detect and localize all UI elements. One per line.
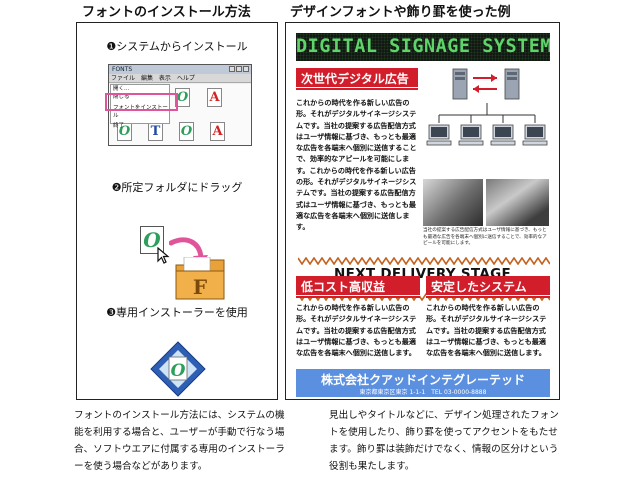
setup-installer-icon[interactable]: O <box>150 341 206 397</box>
server-icon <box>452 68 468 100</box>
section2-text: これからの時代を作る新しい広告の形。それがデジタルサイネージシステムです。当社の… <box>296 303 417 358</box>
design-example-panel: DIGITAL SIGNAGE SYSTEM 次世代デジタル広告 これからの時代… <box>285 22 560 400</box>
close-icon[interactable] <box>243 66 249 72</box>
network-diagram <box>426 68 548 146</box>
menu-item-open[interactable]: 開く... <box>113 86 130 92</box>
signage-banner: DIGITAL SIGNAGE SYSTEM <box>296 33 550 61</box>
section2-title: 低コスト高収益 <box>296 276 420 298</box>
window-title: FONTS <box>112 66 133 73</box>
step1-label: ❶システムからインストール <box>106 40 248 53</box>
right-heading: デザインフォントや飾り罫を使った例 <box>290 5 511 20</box>
setup-label: setup <box>77 397 277 399</box>
font-folder-icon[interactable]: F <box>174 257 226 301</box>
right-caption: 見出しやタイトルなどに、デザイン処理されたフォントを使用したり、飾り罫を使ってア… <box>329 410 559 472</box>
section1-text: これからの時代を作る新しい広告の形。それがデジタルサイネージシステムです。当社の… <box>296 98 417 232</box>
font-file-icon[interactable]: A <box>207 88 222 107</box>
menu-help[interactable]: ヘルプ <box>176 75 195 82</box>
install-methods-panel: ❶システムからインストール FONTS ファイル 編集 表示 ヘルプ O A O… <box>76 22 278 400</box>
left-heading: フォントのインストール方法 <box>82 5 251 20</box>
step2-label: ❷所定フォルダにドラッグ <box>111 181 243 194</box>
company-footer: 株式会社クアッドインテグレーテッド 東京都東京区東京 1-1-1 TEL 03-… <box>296 369 550 397</box>
folder-letter: F <box>193 275 207 299</box>
minimize-icon[interactable] <box>229 66 235 72</box>
fonts-window: FONTS ファイル 編集 表示 ヘルプ O A O T O A 開く... 閉… <box>108 64 252 146</box>
window-titlebar: FONTS <box>109 65 251 74</box>
file-dropdown-menu: 開く... 閉じる フォントをインストール 終了 <box>110 84 170 129</box>
section3-title: 安定したシステム <box>426 276 550 298</box>
maximize-icon[interactable] <box>236 66 242 72</box>
font-file-icon[interactable]: O <box>179 122 194 141</box>
server-icon <box>504 68 520 100</box>
company-name: 株式会社クアッドインテグレーテッド <box>320 373 525 387</box>
section3-text: これからの時代を作る新しい広告の形。それがデジタルサイネージシステムです。当社の… <box>426 303 547 358</box>
company-address: 東京都東京区東京 1-1-1 TEL 03-0000-8888 <box>359 389 487 396</box>
step3-label: ❸専用インストーラーを使用 <box>106 306 248 319</box>
section1-title: 次世代デジタル広告 <box>296 68 418 90</box>
mobile-photo <box>486 179 549 226</box>
menu-view[interactable]: 表示 <box>158 75 171 82</box>
font-file-icon[interactable]: O <box>175 88 190 107</box>
left-caption: フォントのインストール方法には、システムの機能を利用する場合と、ユーザーが手動で… <box>74 410 285 472</box>
setup-font-glyph: O <box>171 361 186 381</box>
menu-item-close[interactable]: 閉じる <box>113 94 130 100</box>
signage-photo <box>423 179 483 226</box>
install-font-highlight <box>105 93 178 111</box>
dragged-font-icon[interactable]: O <box>140 226 164 254</box>
decorative-rule-top <box>298 257 550 265</box>
menu-file[interactable]: ファイル <box>111 75 136 82</box>
menu-item-install-font[interactable]: フォントをインストール <box>113 105 168 119</box>
font-file-icon[interactable]: A <box>210 122 225 141</box>
photo-caption: 当社の提案する広告配信方式はユーザ情報に基づき、もっとも最適な広告を各端末へ個別… <box>423 228 547 246</box>
menu-edit[interactable]: 編集 <box>140 75 153 82</box>
window-body: O A O T O A 開く... 閉じる フォントをインストール 終了 <box>109 84 251 145</box>
menu-item-exit[interactable]: 終了 <box>113 123 125 129</box>
mouse-cursor-icon <box>157 247 170 264</box>
window-menubar: ファイル 編集 表示 ヘルプ <box>109 74 251 83</box>
